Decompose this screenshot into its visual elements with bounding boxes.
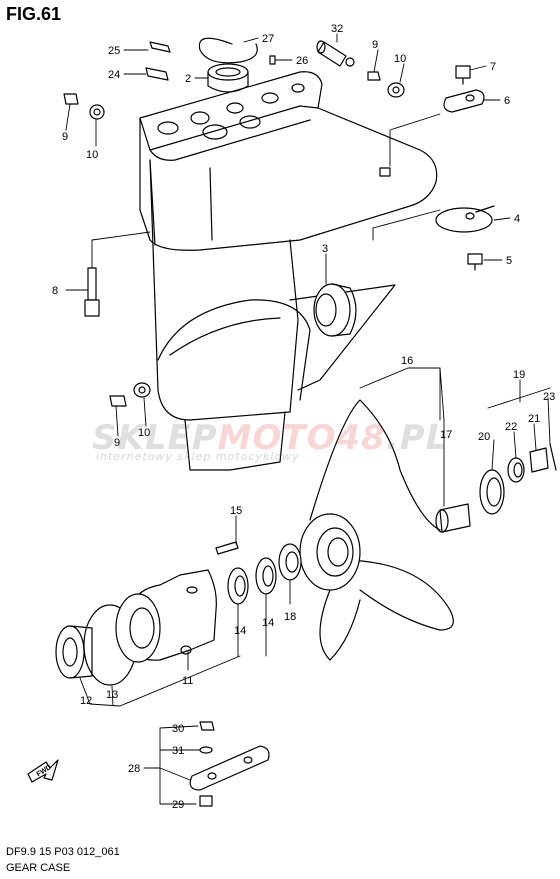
circlip	[198, 37, 258, 64]
callout-10-upper-left: 10	[86, 149, 98, 161]
callout-20: 20	[478, 431, 490, 443]
trim-tab	[435, 205, 495, 233]
washer	[199, 746, 213, 754]
callout-13: 13	[106, 689, 118, 701]
ball-bearing	[313, 283, 357, 337]
callout-32: 32	[331, 23, 343, 35]
oil-seal	[145, 41, 171, 81]
watermark: SKLEPMOTO48.PL	[92, 418, 448, 458]
cotter-pin	[549, 443, 557, 471]
callout-17: 17	[440, 429, 452, 441]
callout-10-lower-left: 10	[138, 427, 150, 439]
bolt	[467, 253, 483, 271]
callout-27: 27	[262, 33, 274, 45]
callout-21: 21	[528, 413, 540, 425]
callout-9-lower-left: 9	[114, 437, 120, 449]
oil-seal	[227, 557, 277, 605]
callout-30: 30	[172, 723, 184, 735]
callout-26: 26	[296, 55, 308, 67]
callout-3: 3	[322, 243, 328, 255]
callout-11: 11	[182, 675, 193, 687]
callouts: 2 3 4 5 6 7 8 9 9 9 10 10 10 11 12 13 14…	[52, 23, 555, 811]
watermark-tagline: internetowy sklep motocyklowy	[96, 450, 300, 463]
diagram-name: GEAR CASE	[6, 862, 71, 874]
callout-25: 25	[108, 45, 120, 57]
callout-12: 12	[80, 695, 92, 707]
bolt	[367, 71, 405, 98]
callout-14-a: 14	[234, 625, 246, 637]
callout-29: 29	[172, 799, 184, 811]
prop-nut	[529, 447, 549, 473]
callout-23: 23	[543, 391, 555, 403]
watermark-brand-a: SKLEP	[92, 418, 218, 458]
propeller	[299, 399, 454, 661]
callout-31: 31	[172, 745, 184, 757]
long-bolt	[84, 267, 100, 317]
callout-10-upper-right: 10	[394, 53, 406, 65]
bolt	[215, 541, 239, 555]
bolt	[109, 382, 151, 407]
gear-case-housing	[139, 71, 438, 471]
callout-6: 6	[504, 95, 510, 107]
anode	[443, 89, 485, 113]
fwd-arrow	[27, 759, 59, 783]
bolt	[199, 795, 213, 807]
callout-24: 24	[108, 69, 120, 81]
bolt	[63, 93, 105, 120]
callout-9-upper-left: 9	[62, 131, 68, 143]
callout-28: 28	[128, 763, 140, 775]
callout-2: 2	[185, 73, 191, 85]
watermark-brand-c: .PL	[385, 418, 449, 458]
leader-lines	[65, 33, 551, 805]
callout-4: 4	[514, 213, 520, 225]
figure-title: FIG.61	[6, 4, 62, 24]
callout-16: 16	[401, 355, 413, 367]
needle-bearing	[207, 63, 249, 93]
callout-5: 5	[506, 255, 512, 267]
thrust-washer	[278, 543, 302, 581]
callout-19: 19	[513, 369, 525, 381]
diagram-code: DF9.9 15 P03 012_061	[6, 846, 120, 858]
trim-plate	[189, 745, 270, 791]
callout-15: 15	[230, 505, 242, 517]
grommet	[316, 40, 355, 67]
ball-bearing	[55, 625, 93, 679]
callout-7: 7	[490, 61, 496, 73]
callout-18: 18	[284, 611, 296, 623]
spacer	[507, 457, 525, 483]
callout-14-b: 14	[262, 617, 274, 629]
callout-9-upper-right: 9	[372, 39, 378, 51]
watermark-brand-b: MOTO48	[217, 418, 386, 458]
callout-22: 22	[505, 421, 517, 433]
prop-bushing	[435, 503, 471, 533]
bolt	[455, 65, 471, 85]
nut	[199, 721, 215, 731]
dowel-pin	[269, 55, 276, 65]
thrust-washer	[479, 469, 505, 515]
prop-shaft-housing	[115, 569, 217, 663]
callout-8: 8	[52, 285, 58, 297]
